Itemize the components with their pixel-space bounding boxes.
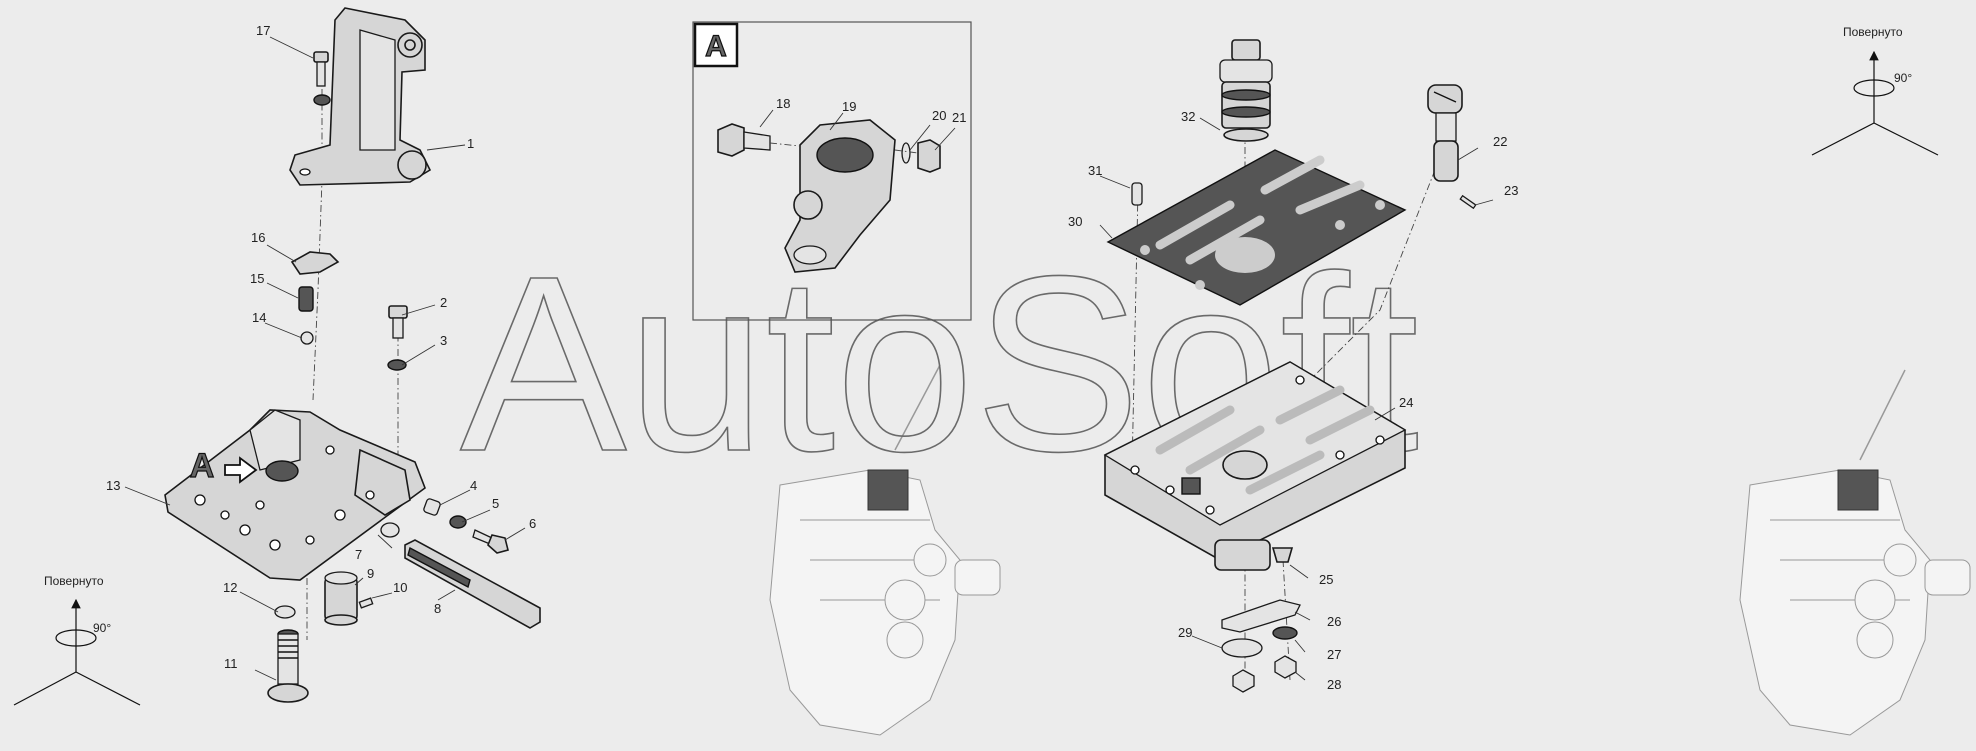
callout-numbers: 1 2 3 4 5 6 7 8 9 10 11 12 13 14 15 16 1… bbox=[106, 23, 1518, 692]
part-washer-29 bbox=[1221, 638, 1263, 658]
callout-leaders bbox=[124, 36, 1494, 681]
callout-27: 27 bbox=[1327, 647, 1341, 662]
callout-21: 21 bbox=[952, 110, 966, 125]
callout-20: 20 bbox=[932, 108, 946, 123]
part-bolt-6 bbox=[472, 529, 509, 554]
callout-5: 5 bbox=[492, 496, 499, 511]
part-gasket-30 bbox=[1106, 149, 1407, 306]
rotation-indicator-left: Повернуто 90° bbox=[13, 574, 141, 706]
callout-7: 7 bbox=[355, 547, 362, 562]
rotation-note-right: Повернуто bbox=[1843, 25, 1903, 39]
part-pin-4 bbox=[423, 498, 441, 516]
part-valve-32 bbox=[1219, 39, 1273, 142]
part-gasket-16 bbox=[290, 251, 340, 275]
part-pin-31 bbox=[1131, 182, 1143, 206]
callout-14: 14 bbox=[252, 310, 266, 325]
rotation-angle-right: 90° bbox=[1894, 71, 1912, 85]
part-plate-24 bbox=[1103, 361, 1407, 571]
callout-9: 9 bbox=[367, 566, 374, 581]
part-lever-19 bbox=[784, 119, 896, 273]
part-ring-7 bbox=[380, 522, 400, 538]
callout-1: 1 bbox=[467, 136, 474, 151]
part-bolt-18 bbox=[717, 123, 771, 157]
callout-30: 30 bbox=[1068, 214, 1082, 229]
callout-24: 24 bbox=[1399, 395, 1413, 410]
callout-18: 18 bbox=[776, 96, 790, 111]
part-sleeve-9 bbox=[324, 571, 358, 626]
callout-25: 25 bbox=[1319, 572, 1333, 587]
part-nut-29-lower bbox=[1232, 669, 1255, 693]
part-lockplate-26 bbox=[1221, 599, 1301, 633]
part-ring-12 bbox=[274, 605, 296, 619]
callout-26: 26 bbox=[1327, 614, 1341, 629]
part-pin-23 bbox=[1459, 194, 1477, 210]
rotation-arrow-icon bbox=[55, 629, 97, 647]
rotation-note-left: Повернуто bbox=[44, 574, 104, 588]
callout-23: 23 bbox=[1504, 183, 1518, 198]
part-bolt-17 bbox=[313, 51, 331, 106]
part-nut-28 bbox=[1274, 655, 1297, 679]
part-housing-13 bbox=[164, 409, 426, 581]
callout-8: 8 bbox=[434, 601, 441, 616]
callout-17: 17 bbox=[256, 23, 270, 38]
callout-4: 4 bbox=[470, 478, 477, 493]
callout-6: 6 bbox=[529, 516, 536, 531]
callout-15: 15 bbox=[250, 271, 264, 286]
engine-context-thumbnail-left bbox=[769, 364, 1001, 736]
callout-19: 19 bbox=[842, 99, 856, 114]
part-rack-8 bbox=[404, 539, 541, 629]
part-washer-20 bbox=[901, 142, 911, 164]
callout-31: 31 bbox=[1088, 163, 1102, 178]
part-valve-22 bbox=[1427, 84, 1463, 182]
part-spring-15 bbox=[298, 286, 314, 312]
callout-28: 28 bbox=[1327, 677, 1341, 692]
callout-22: 22 bbox=[1493, 134, 1507, 149]
part-ring-5 bbox=[449, 515, 467, 529]
part-pin-10 bbox=[358, 597, 374, 609]
part-washer-27 bbox=[1272, 626, 1298, 640]
rotation-indicator-right: Повернуто 90° bbox=[1811, 25, 1939, 156]
callout-29: 29 bbox=[1178, 625, 1192, 640]
part-ball-14 bbox=[300, 331, 314, 345]
part-nut-21 bbox=[917, 139, 941, 173]
callout-2: 2 bbox=[440, 295, 447, 310]
view-direction-arrow bbox=[224, 456, 258, 484]
callout-12: 12 bbox=[223, 580, 237, 595]
view-a-label: A bbox=[190, 447, 215, 485]
callout-13: 13 bbox=[106, 478, 120, 493]
callout-11: 11 bbox=[224, 656, 238, 671]
callout-3: 3 bbox=[440, 333, 447, 348]
callout-16: 16 bbox=[251, 230, 265, 245]
part-bolt-2 bbox=[388, 305, 408, 339]
engine-context-thumbnail-right bbox=[1739, 369, 1971, 736]
view-a-indicator: A bbox=[189, 446, 258, 486]
detail-view-box: A bbox=[692, 21, 972, 321]
part-shaft-11 bbox=[267, 629, 309, 703]
part-washer-3 bbox=[387, 359, 407, 371]
rotation-angle-left: 90° bbox=[93, 621, 111, 635]
part-plug-25 bbox=[1271, 547, 1294, 563]
callout-32: 32 bbox=[1181, 109, 1195, 124]
callout-10: 10 bbox=[393, 580, 407, 595]
part-bracket-1 bbox=[289, 7, 432, 186]
detail-box-label: A bbox=[705, 30, 727, 63]
rotation-arrow-icon bbox=[1853, 79, 1895, 97]
